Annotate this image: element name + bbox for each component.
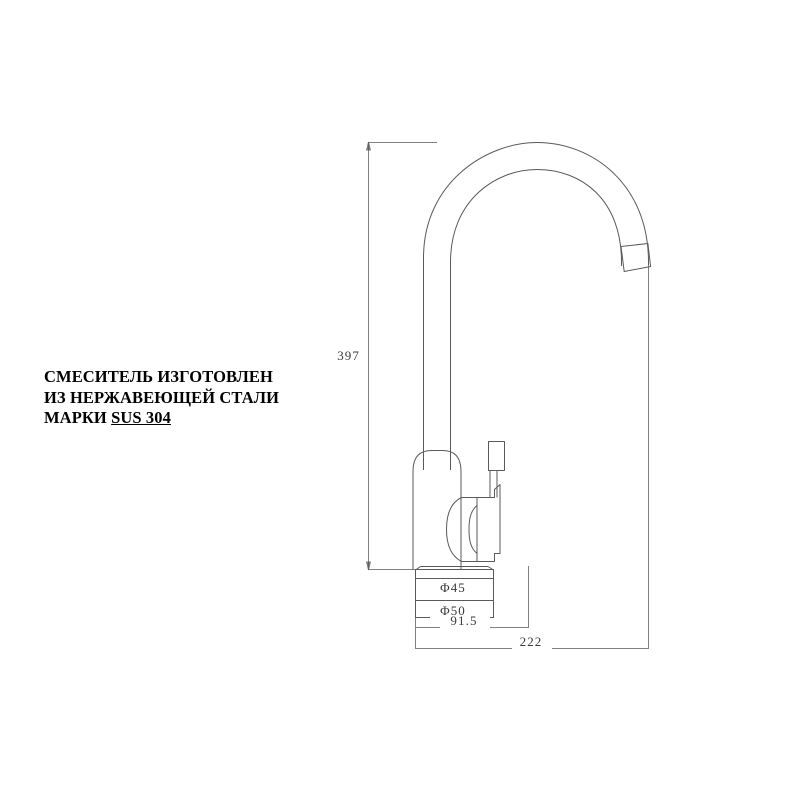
spout-outer-profile: [423, 142, 649, 470]
valve-housing: [461, 484, 501, 562]
spout-outlet-tip: [620, 243, 652, 272]
dimension-label-spout-reach-fg: 222: [520, 634, 543, 649]
material-note-line-2: ИЗ НЕРЖАВЕЮЩЕЙ СТАЛИ: [44, 387, 280, 407]
lever-handle-stem: [489, 470, 498, 498]
faucet-outline: [412, 142, 652, 618]
dimension-label-base-offset-fg: 91.5: [450, 613, 477, 628]
dimension-label-outer-diameter-fg: Φ50: [440, 603, 466, 618]
backdrop-inner-diameter: [430, 580, 476, 595]
material-note-grade: SUS 304: [111, 408, 171, 427]
dimension-label-inner-diameter-fg: Φ45: [440, 580, 466, 595]
arrow-tick-height-bottom: [365, 561, 372, 571]
spout-inner-profile: [450, 169, 622, 470]
material-note-line-3: МАРКИ SUS 304: [44, 408, 344, 429]
backdrop-height: [338, 348, 366, 364]
base-chamfer-left: [415, 566, 421, 571]
dimension-label-height-fg: 397: [337, 348, 360, 363]
valve-cartridge-dome: [446, 497, 462, 562]
backdrop-base-offset: [440, 614, 490, 629]
lever-handle-grip: [488, 441, 505, 471]
material-note: СМЕСИТЕЛЬ ИЗГОТОВЛЕН ИЗ НЕРЖАВЕЮЩЕЙ СТАЛ…: [44, 367, 344, 429]
valve-cartridge-inner: [468, 505, 478, 554]
backdrop-spout-reach: [512, 635, 552, 650]
dimension-arrow-ticks: [365, 141, 372, 571]
faucet-body-column: [412, 450, 462, 570]
dimension-labels-foreground: 397 Φ45 Φ50 91.5 222: [337, 348, 543, 649]
dimension-lines: [368, 142, 649, 649]
material-note-prefix: МАРКИ: [44, 408, 112, 427]
arrow-tick-height-top: [365, 141, 372, 151]
material-note-line-1: СМЕСИТЕЛЬ ИЗГОТОВЛЕН: [44, 367, 273, 386]
base-chamfer-right: [487, 566, 494, 571]
label-backdrops: [338, 348, 552, 650]
